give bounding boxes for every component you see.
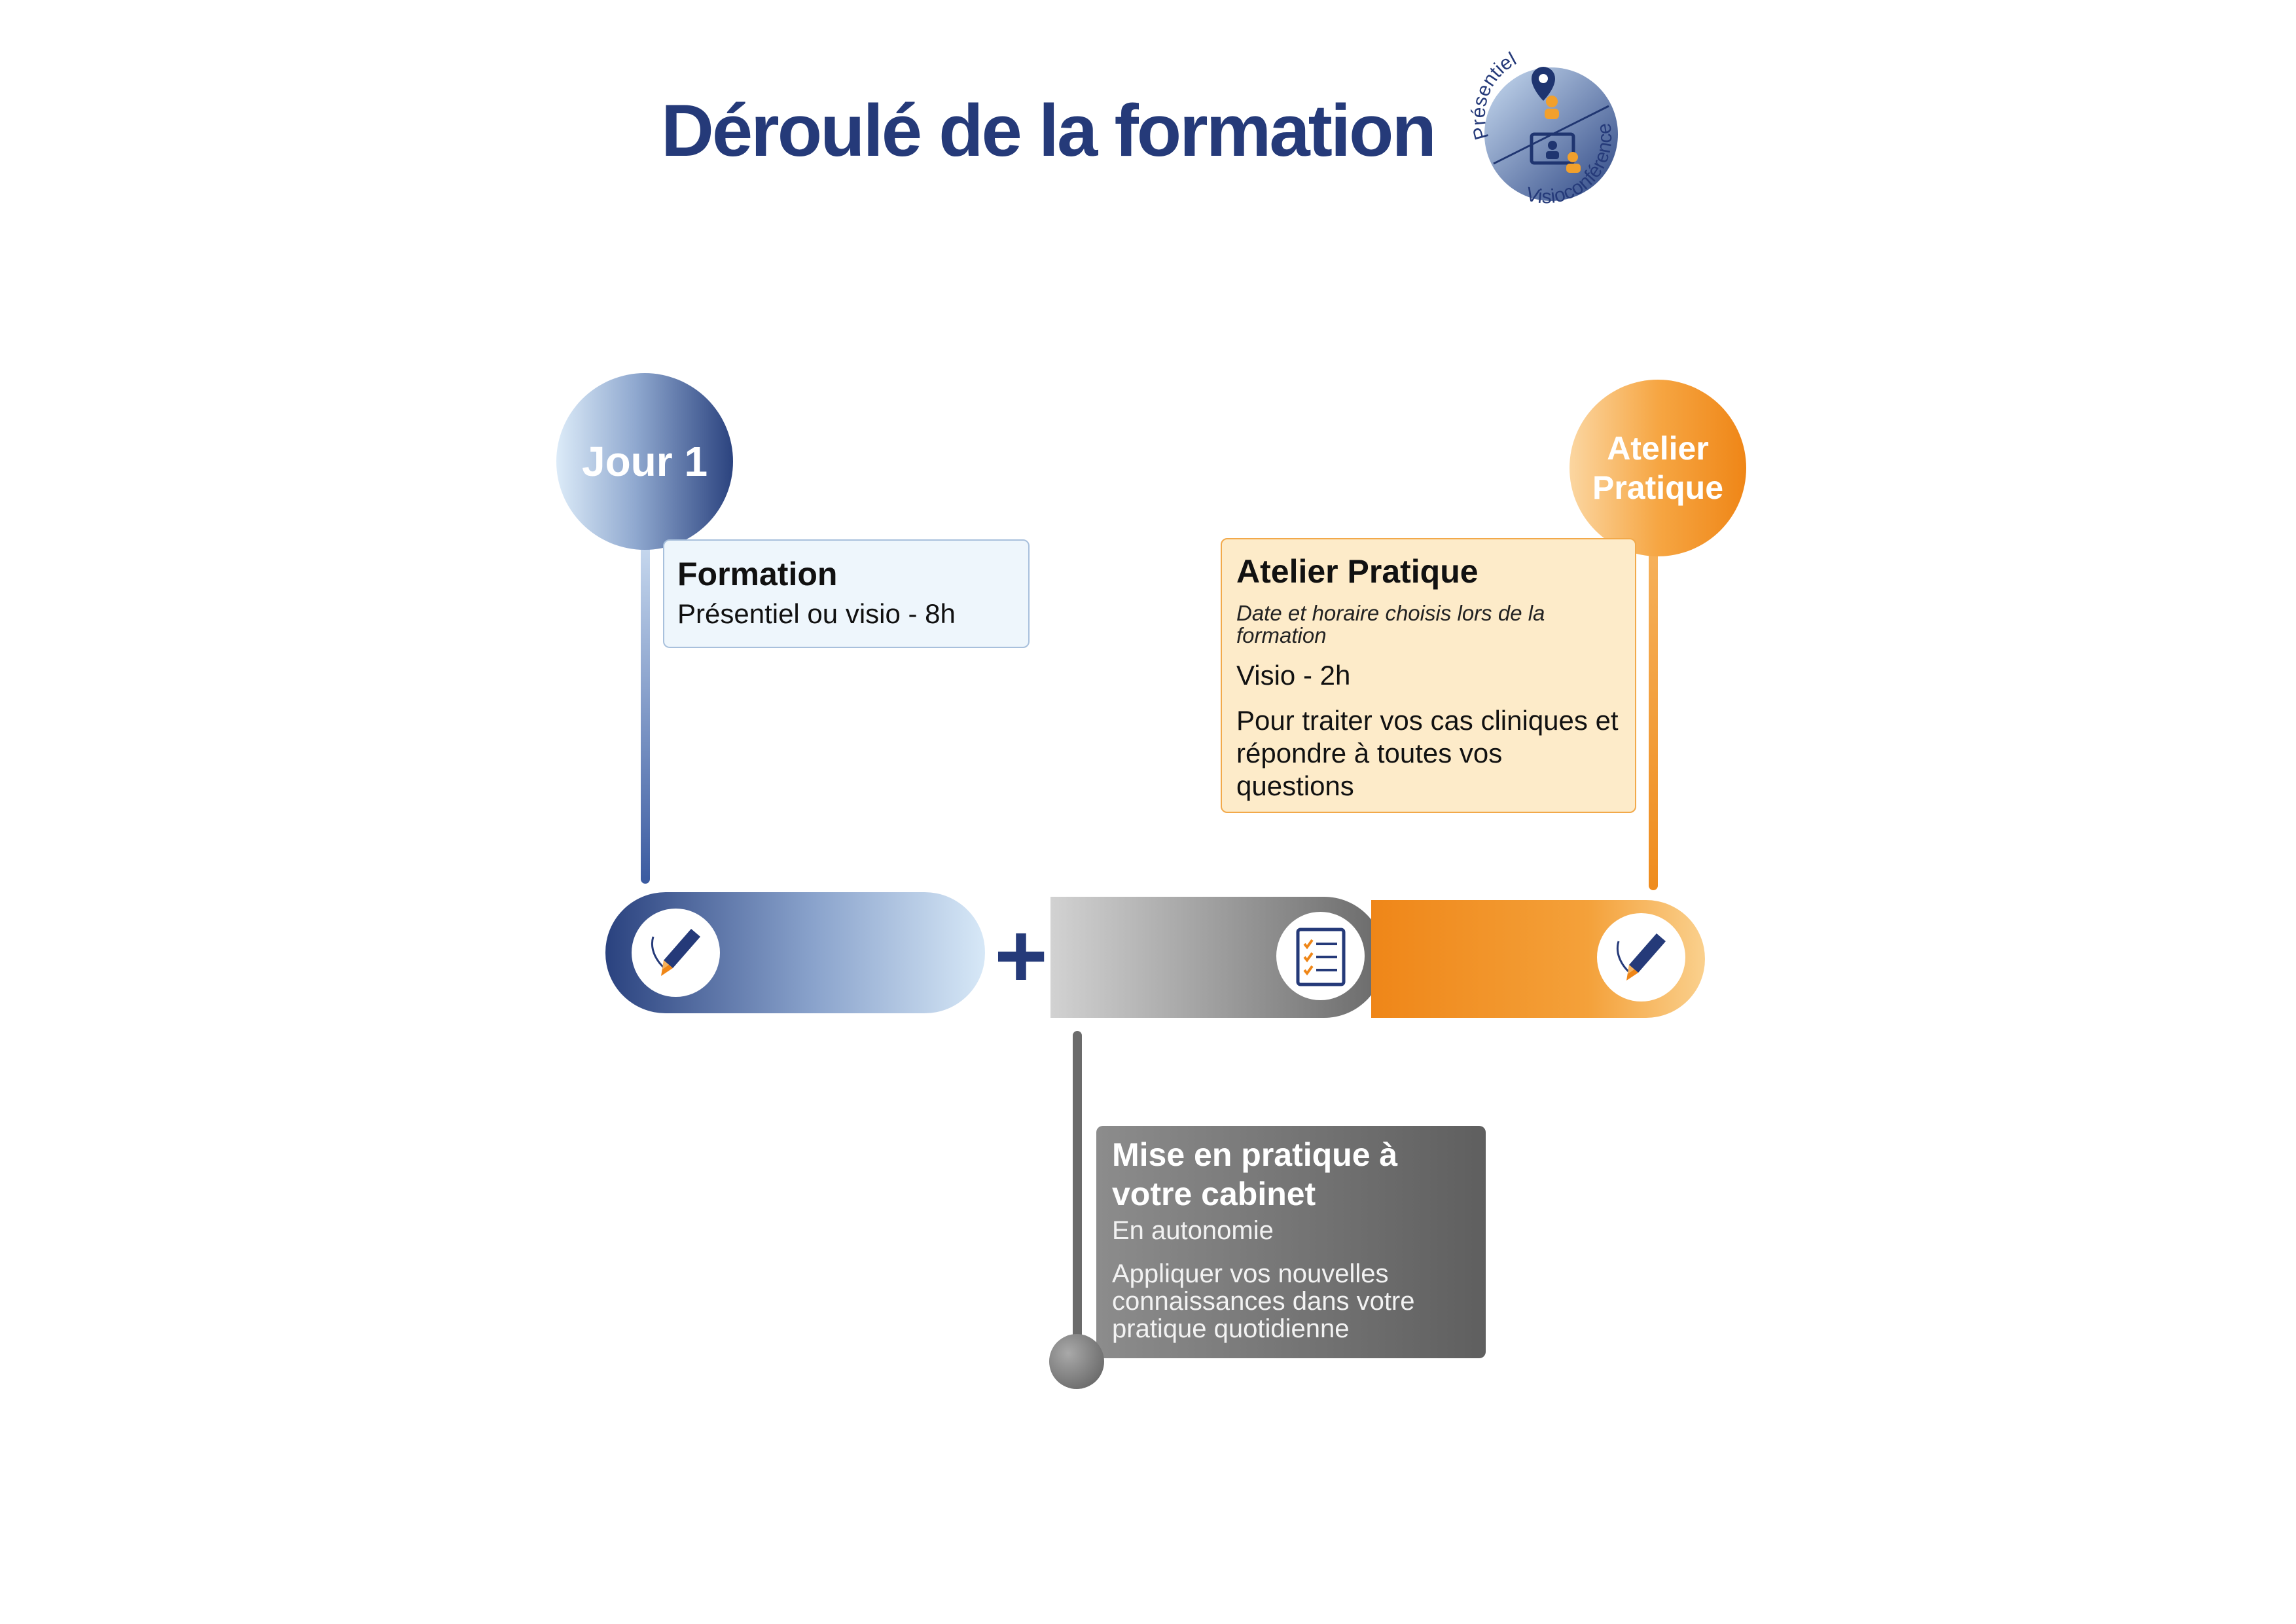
practice-stem <box>1073 1031 1082 1358</box>
atelier-box-title: Atelier Pratique <box>1236 553 1479 590</box>
presentiel-visio-badge: Présentiel Visioconférence <box>1468 48 1618 208</box>
page-title: Déroulé de la formation <box>661 90 1437 171</box>
workshop-circle-label: Atelier Pratique <box>1592 430 1724 506</box>
workshop-stem <box>1649 537 1658 890</box>
practice-icon-circle <box>1276 912 1365 1000</box>
checklist-icon <box>1296 928 1345 986</box>
plus-connector: + <box>994 904 1048 1007</box>
workshop-icon-circle <box>1597 913 1685 1001</box>
video-conference-icon <box>1530 132 1581 173</box>
atelier-box-schedule-note: Date et horaire choisis lors de la forma… <box>1236 601 1545 647</box>
workshop-circle: Atelier Pratique <box>1570 380 1746 556</box>
practice-box-mode: En autonomie <box>1112 1216 1274 1245</box>
practice-box-description: Appliquer vos nouvelles connaissances da… <box>1112 1259 1415 1343</box>
formation-box-format: Présentiel ou visio - 8h <box>677 598 956 629</box>
practice-box: Mise en pratique à votre cabinet En auto… <box>1096 1126 1486 1358</box>
day1-circle-label: Jour 1 <box>581 438 708 485</box>
atelier-box-description: Pour traiter vos cas cliniques et répond… <box>1236 705 1619 801</box>
day1-stem <box>641 524 650 884</box>
formation-box: Formation Présentiel ou visio - 8h <box>663 539 1030 648</box>
practice-box-title: Mise en pratique à votre cabinet <box>1112 1136 1398 1212</box>
atelier-box: Atelier Pratique Date et horaire choisis… <box>1221 538 1636 813</box>
pen-signature-icon <box>1616 933 1666 981</box>
day1-circle: Jour 1 <box>556 373 733 550</box>
pen-signature-icon <box>651 928 700 976</box>
map-pin-person-icon <box>1532 67 1559 119</box>
day1-icon-circle <box>632 909 720 997</box>
atelier-box-format: Visio - 2h <box>1236 660 1351 691</box>
practice-stem-knob <box>1049 1334 1104 1389</box>
formation-box-title: Formation <box>677 556 838 592</box>
